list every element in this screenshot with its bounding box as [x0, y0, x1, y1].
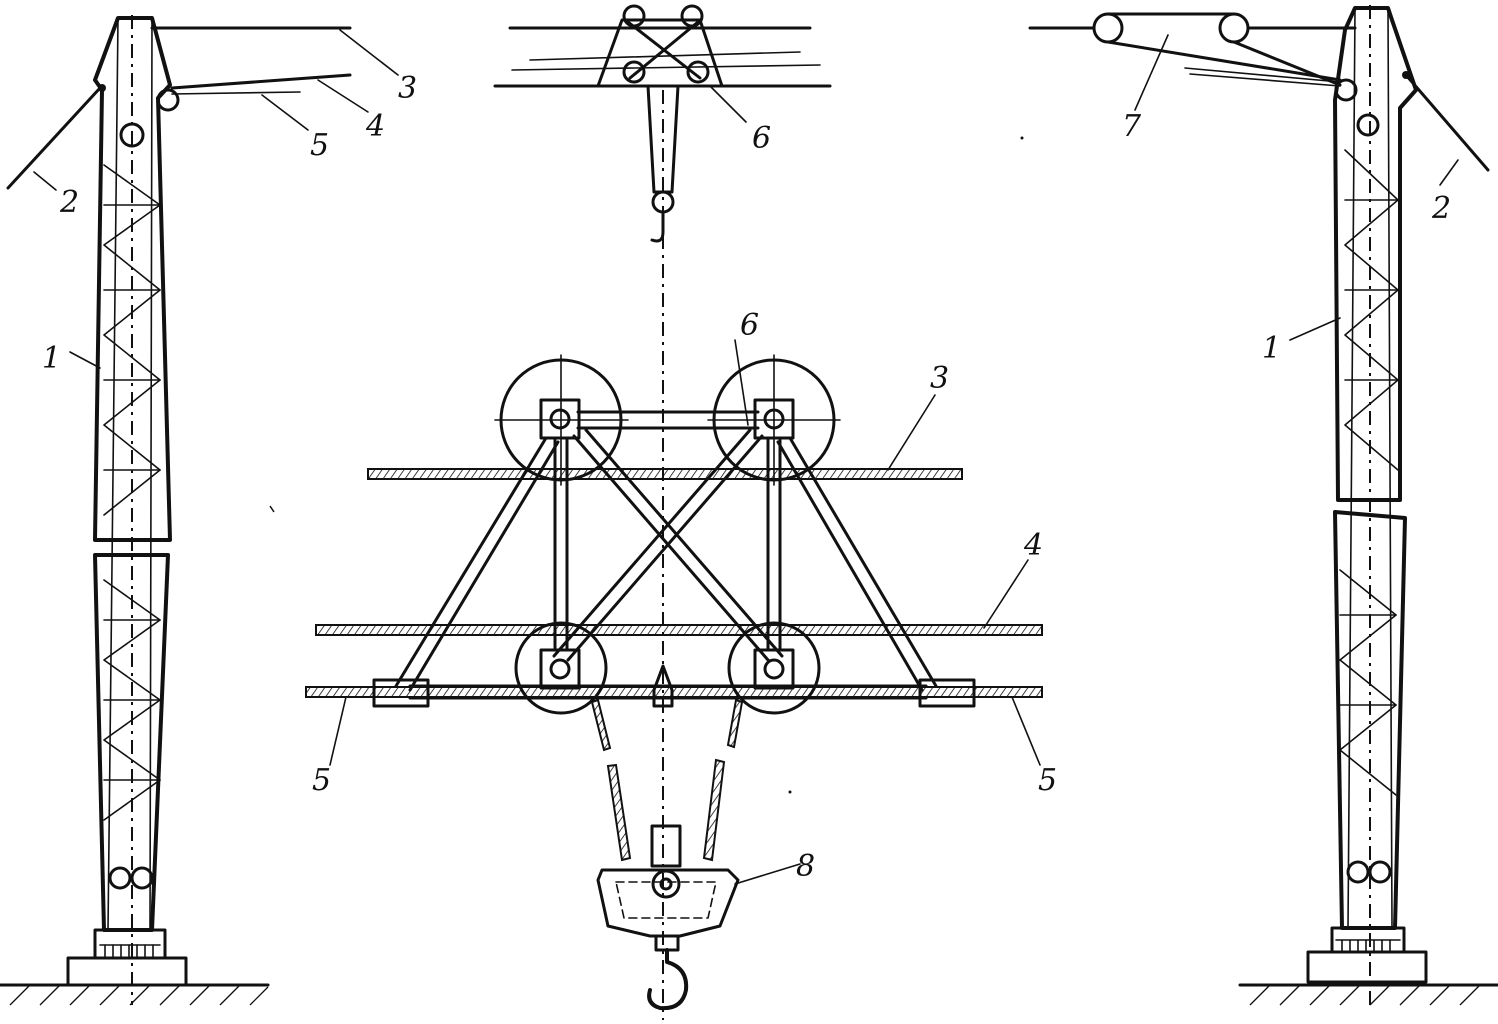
label-1-left: 1 [42, 341, 61, 376]
left-hoist-rope [170, 73, 352, 90]
traction-rope [305, 686, 1043, 698]
label-4-top: 4 [365, 109, 385, 144]
right-guy-rope [1404, 73, 1490, 172]
left-tower-foundation [66, 956, 188, 987]
label-5-top: 5 [310, 128, 329, 163]
left-winch-drum-2-icon [130, 866, 154, 890]
center-carriage [305, 90, 1043, 1020]
label-4-center: 4 [1023, 528, 1043, 563]
track-rope [367, 468, 963, 480]
left-tower [0, 15, 399, 1006]
label-5-center-left: 5 [312, 763, 331, 798]
right-lattice [1339, 149, 1399, 796]
right-tower [1028, 5, 1498, 1006]
right-mast-upper [1333, 6, 1418, 502]
label-1-right: 1 [1262, 331, 1281, 366]
left-top-pulley-icon [119, 122, 145, 148]
right-mast-lower [1333, 510, 1407, 930]
label-3-center: 3 [930, 361, 949, 396]
left-winch-drum-icon [108, 866, 132, 890]
label-2-left: 2 [59, 185, 79, 220]
left-traction-rope [171, 91, 301, 95]
top-carriage [493, 4, 832, 243]
right-winch-drum-icon [1346, 860, 1370, 884]
left-head-sheave-icon [156, 88, 180, 112]
right-tower-foundation [1306, 950, 1428, 984]
right-rope-clamp [918, 678, 976, 708]
label-2-right: 2 [1431, 191, 1451, 226]
hook-icon [647, 948, 689, 1011]
part-labels: 1 2 3 4 5 6 6 3 4 5 5 8 7 2 1 [42, 71, 1451, 884]
tensioning-pulley-block [1028, 12, 1357, 87]
lower-right-wheel-icon [727, 621, 821, 715]
bearing-boxes [539, 398, 795, 690]
right-head-sheave-icon [1334, 78, 1358, 102]
hoist-falls [590, 698, 744, 862]
lower-left-wheel-icon [514, 621, 608, 715]
label-6-center: 6 [740, 308, 759, 343]
label-8: 8 [796, 849, 815, 884]
left-mast-upper [93, 16, 172, 542]
carriage-frame [394, 410, 938, 700]
right-top-pulley-icon [1356, 113, 1380, 137]
right-winch-drum-2-icon [1368, 860, 1392, 884]
left-mast-lower [93, 553, 170, 932]
left-rope-clamp [372, 678, 430, 708]
label-5-center-right: 5 [1038, 763, 1057, 798]
hook-block [596, 824, 740, 1011]
hoist-rope [315, 624, 1043, 636]
label-6-top: 6 [752, 121, 771, 156]
label-7: 7 [1122, 109, 1142, 144]
label-3-top: 3 [398, 71, 417, 106]
left-ground [0, 983, 270, 1006]
left-guy-rope [6, 86, 102, 190]
top-hook-icon [650, 210, 665, 243]
